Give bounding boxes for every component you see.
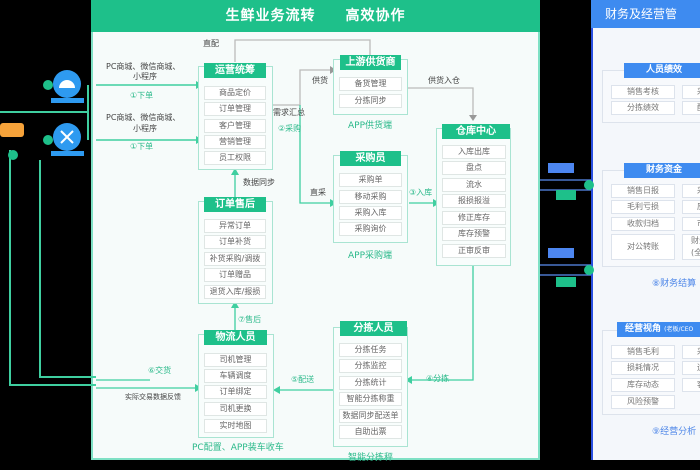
label-channel: 小程序 <box>133 124 157 133</box>
biz-item[interactable]: 销售毛利 <box>611 345 675 359</box>
logistics-caption: PC配置、APP装车收车 <box>192 443 284 453</box>
logistics-item[interactable]: 订单绑定 <box>204 385 267 399</box>
restaurant-icon <box>43 70 84 103</box>
logistics-item[interactable]: 车辆调度 <box>204 369 267 383</box>
fund-item[interactable]: 应 <box>682 200 700 214</box>
label-stock-in: ③入库 <box>409 188 433 197</box>
warehouse-item[interactable]: 报损报溢 <box>442 194 506 208</box>
warehouse-item[interactable]: 正审反审 <box>442 244 506 258</box>
label-direct-buy: 直采 <box>310 188 326 197</box>
ops-item[interactable]: 营销管理 <box>204 135 266 149</box>
buyer-item[interactable]: 移动采购 <box>339 190 402 204</box>
label-feedback: 实际交易数据反馈 <box>125 393 181 401</box>
label-purchase: ②采购 <box>278 124 302 133</box>
label-delivery: ⑤配送 <box>291 375 315 384</box>
warehouse-item[interactable]: 入库出库 <box>442 145 506 159</box>
finance-panel-title: 财务及经营管 <box>591 0 700 28</box>
business-flow-title: 生鲜业务流转 高效协作 <box>91 0 540 32</box>
biz-item[interactable]: 采 <box>682 345 700 359</box>
logistics-item[interactable]: 司机管理 <box>204 353 267 367</box>
label-supply: 供货 <box>312 76 328 85</box>
supplier-title: 上游供货商 <box>340 55 401 70</box>
ops-item[interactable]: 员工权限 <box>204 151 266 165</box>
fund-item[interactable]: 市 <box>682 217 700 231</box>
label-supply-in: 供货入仓 <box>428 76 460 85</box>
label-sort: ④分拣 <box>426 374 450 383</box>
sorting-item[interactable]: 智能分拣称重 <box>339 392 402 406</box>
label-channel: PC商城、微信商城、 <box>106 113 181 122</box>
supplier-caption: APP供货端 <box>348 121 393 131</box>
logistics-title: 物流人员 <box>204 330 267 345</box>
perf-item[interactable]: 销售考核 <box>611 85 675 99</box>
sorting-item[interactable]: 分拣统计 <box>339 376 402 390</box>
biz-item[interactable]: 库存动态 <box>611 378 675 392</box>
biz-title: 经营视角 (老板/CEO <box>617 322 700 337</box>
biz-subtitle: (老板/CEO <box>664 326 694 333</box>
buyer-item[interactable]: 采购询价 <box>339 222 402 236</box>
label-order: ①下单 <box>130 91 154 100</box>
sync-connector-icon <box>548 163 594 287</box>
label-deliver-to: ⑥交货 <box>148 366 172 375</box>
perf-item[interactable]: 采 <box>682 85 700 99</box>
aftersale-item[interactable]: 异常订单 <box>204 219 266 233</box>
ops-item[interactable]: 客户管理 <box>204 119 266 133</box>
aftersale-item[interactable]: 补货采购/调拨 <box>204 252 266 266</box>
aftersale-title: 订单售后 <box>204 197 266 212</box>
label-channel: PC商城、微信商城、 <box>106 62 181 71</box>
logistics-item[interactable]: 司机更换 <box>204 402 267 416</box>
ops-item[interactable]: 订单管理 <box>204 102 266 116</box>
fund-item[interactable]: 财务(全 <box>682 234 700 260</box>
biz-item[interactable]: 客 <box>682 378 700 392</box>
perf-item[interactable]: 配 <box>682 101 700 115</box>
fund-caption: ⑧财务结算 <box>652 279 697 289</box>
fund-item[interactable]: 对公转账 <box>611 234 675 260</box>
fund-item[interactable]: 销售日报 <box>611 184 675 198</box>
label-direct: 直配 <box>203 39 219 48</box>
sorting-item[interactable]: 分拣任务 <box>339 343 402 357</box>
fund-item[interactable]: 采 <box>682 184 700 198</box>
logistics-item[interactable]: 实时地图 <box>204 419 267 433</box>
buyer-item[interactable]: 采购入库 <box>339 206 402 220</box>
biz-title-text: 经营视角 <box>625 324 662 334</box>
warehouse-item[interactable]: 流水 <box>442 178 506 192</box>
biz-item[interactable]: 损耗情况 <box>611 361 675 375</box>
fund-title: 财务资金 <box>624 163 700 178</box>
label-order: ①下单 <box>130 142 154 151</box>
perf-title: 人员绩效 <box>624 63 700 78</box>
biz-item[interactable]: 运 <box>682 361 700 375</box>
label-after: ⑦售后 <box>238 315 262 324</box>
aftersale-item[interactable]: 订单赠品 <box>204 268 266 282</box>
sorting-caption: 智能分拣秤 <box>348 453 394 463</box>
supplier-item[interactable]: 备货管理 <box>339 77 402 91</box>
cutlery-icon <box>43 123 84 156</box>
ops-item[interactable]: 商品定价 <box>204 86 266 100</box>
customer-icon <box>0 123 24 160</box>
ops-title: 运营统筹 <box>204 63 266 78</box>
warehouse-title: 仓库中心 <box>442 124 510 139</box>
aftersale-item[interactable]: 退货入库/报损 <box>204 285 266 299</box>
label-sync: 数据同步 <box>243 178 275 187</box>
sorting-item[interactable]: 分拣监控 <box>339 359 402 373</box>
biz-caption: ⑨经营分析 <box>652 427 697 437</box>
sorting-item[interactable]: 自助出票 <box>339 425 402 439</box>
biz-item[interactable]: 风险预警 <box>611 395 675 409</box>
warehouse-item[interactable]: 盘点 <box>442 161 506 175</box>
buyer-item[interactable]: 采购单 <box>339 173 402 187</box>
buyer-title: 采购员 <box>340 151 401 166</box>
fund-item[interactable]: 收款归档 <box>611 217 675 231</box>
perf-item[interactable]: 分拣绩效 <box>611 101 675 115</box>
supplier-item[interactable]: 分拣同步 <box>339 94 402 108</box>
label-channel: 小程序 <box>133 72 157 81</box>
buyer-caption: APP采购端 <box>348 251 393 261</box>
aftersale-item[interactable]: 订单补货 <box>204 235 266 249</box>
fund-item[interactable]: 毛利亏损 <box>611 200 675 214</box>
sorting-title: 分拣人员 <box>340 321 407 336</box>
label-demand: 需求汇总 <box>273 108 305 117</box>
sorting-item[interactable]: 数据同步配送单 <box>339 409 402 423</box>
warehouse-item[interactable]: 库存预警 <box>442 227 506 241</box>
warehouse-item[interactable]: 修正库存 <box>442 211 506 225</box>
